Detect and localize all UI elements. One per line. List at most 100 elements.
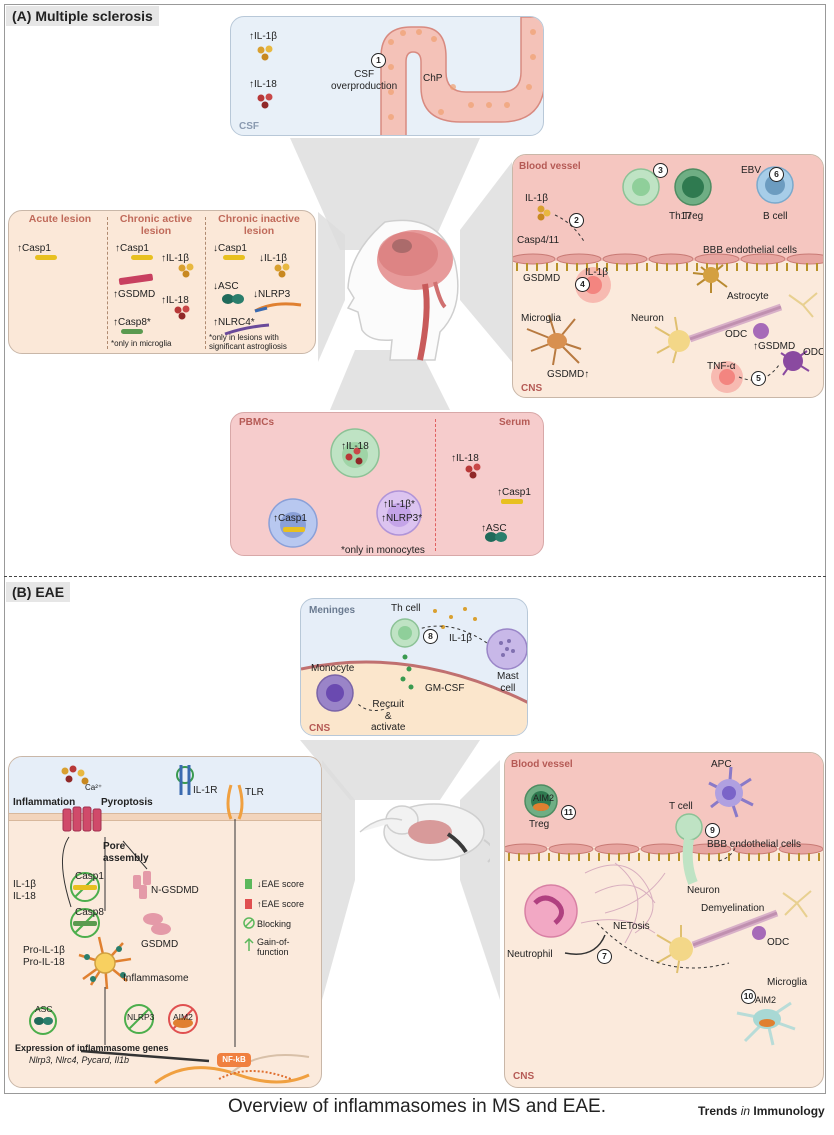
- step-6-badge: 6: [769, 167, 784, 182]
- pbmc-casp1-label: ↑Casp1: [273, 513, 307, 524]
- lesion-divider-2: [205, 217, 206, 349]
- chronic-inactive-header: Chronic inactive lesion: [218, 213, 300, 238]
- step-4-badge: 4: [575, 277, 590, 292]
- microglia-gsdmd-label: GSDMD↑: [547, 369, 590, 380]
- eae-vessel-lumen: [505, 753, 823, 847]
- inflammation-label: Inflammation: [13, 797, 76, 808]
- mech-il1b-label: IL-1β: [13, 879, 36, 890]
- asc-icon: [222, 294, 244, 304]
- meninges-panel: Meninges Th cell IL-1β Mast cell Monocyt…: [300, 598, 528, 736]
- legend-item-1: ↓EAE score: [257, 879, 305, 889]
- step-9-badge: 9: [705, 823, 720, 838]
- meninges-cns-title: CNS: [309, 723, 331, 734]
- casp1-icon: [131, 255, 153, 260]
- il18-molecules-icon: [174, 305, 190, 320]
- proil18-label: Pro-IL-18: [23, 957, 65, 968]
- ci-nlrc4-label: ↑NLRC4*: [213, 317, 255, 328]
- pbmc-nlrp3-label: ↑NLRP3*: [381, 513, 423, 524]
- casp411-label: Casp4/11: [517, 235, 560, 246]
- ci-asc-label: ↓ASC: [213, 281, 239, 292]
- csf-panel-title: CSF: [239, 121, 259, 132]
- demyelination-label: Demyelination: [701, 903, 765, 914]
- figure-caption: Overview of inflammasomes in MS and EAE.: [227, 1096, 607, 1117]
- pyroptosis-label: Pyroptosis: [101, 797, 153, 808]
- pbmc-il18-label: ↑IL-18: [341, 441, 369, 452]
- meninges-illustration: [301, 607, 527, 735]
- step-7-badge: 7: [597, 949, 612, 964]
- step-8-badge: 8: [423, 629, 438, 644]
- step-5-badge: 5: [751, 371, 766, 386]
- il1b-molecules-icon: [257, 45, 273, 61]
- neutrophil-label: Neutrophil: [507, 949, 553, 960]
- ebv-label: EBV: [741, 165, 762, 176]
- section-a-title: (A) Multiple sclerosis: [6, 6, 159, 26]
- monocyte-note: *only in monocytes: [341, 545, 425, 556]
- mech-nlrp3-label: NLRP3: [127, 1012, 155, 1022]
- step-2-badge: 2: [569, 213, 584, 228]
- legend-item-4: Gain-of- function: [257, 937, 290, 958]
- ca-casp8-label: ↑Casp8*: [113, 317, 151, 328]
- ngsdmd-label: N-GSDMD: [151, 885, 199, 896]
- ca-label: Ca²⁺: [85, 783, 103, 792]
- il1b-molecules-icon: [274, 263, 290, 278]
- mech-il18-label: IL-18: [13, 891, 36, 902]
- pbmc-il1b-label: ↑IL-1β*: [383, 499, 415, 510]
- ca-gsdmd-label: ↑GSDMD: [113, 289, 156, 300]
- csf-il1b-label: ↑IL-1β: [249, 31, 277, 42]
- legend-item-3: Blocking: [257, 919, 292, 929]
- thcell-label: Th cell: [391, 603, 421, 614]
- netosis-label: NETosis: [613, 921, 650, 932]
- chp-label: ChP: [423, 73, 443, 84]
- csf-il18-label: ↑IL-18: [249, 79, 277, 90]
- mech-asc-label: ASC: [35, 1004, 53, 1014]
- odc-gsdmd-label: ↑GSDMD: [753, 341, 796, 352]
- odc-label-2: ODC: [803, 347, 824, 358]
- bv-gsdmd-label: GSDMD: [523, 273, 561, 284]
- ci-note: *only in lesions with significant astrog…: [209, 333, 287, 352]
- serum-asc-label: ↑ASC: [481, 523, 507, 534]
- bbb-label: BBB endothelial cells: [703, 245, 797, 256]
- figure-frame: [4, 4, 826, 1094]
- tcell-label: T cell: [669, 801, 693, 812]
- ci-nlrp3-label: ↓NLRP3: [253, 289, 291, 300]
- proil1b-label: Pro-IL-1β: [23, 945, 65, 956]
- eae-aim2-label: AIM2: [533, 793, 555, 803]
- nlrc4-icon: [224, 323, 270, 336]
- lesion-divider-1: [107, 217, 108, 349]
- recruit-label: Recruit & activate: [371, 699, 406, 733]
- neuron-label: Neuron: [631, 313, 664, 324]
- bcell-label: B cell: [763, 211, 788, 222]
- serum-title: Serum: [499, 417, 531, 428]
- vessel-cells-illustration: [513, 166, 823, 393]
- ci-casp1-label: ↓Casp1: [213, 243, 247, 254]
- bv-il1b-label: IL-1β: [525, 193, 548, 204]
- journal-brand: Trends in Immunology: [698, 1104, 825, 1118]
- section-b-title: (B) EAE: [6, 582, 71, 602]
- gmcsf-label: GM-CSF: [425, 683, 465, 694]
- monocyte-label: Monocyte: [311, 663, 355, 674]
- th17-label: Th17: [669, 211, 692, 222]
- serum-il18-label: ↑IL-18: [451, 453, 479, 464]
- choroid-plexus-illustration: [380, 17, 543, 135]
- pbmc-cells-illustration: [268, 428, 523, 548]
- mechanism-illustration: [29, 765, 310, 1085]
- eae-microglia-aim2-label: AIM2: [755, 995, 777, 1005]
- step-3-badge: 3: [653, 163, 668, 178]
- microglia-label: Microglia: [521, 313, 562, 324]
- extracellular-space: [9, 757, 321, 813]
- eae-vessel-illustration: [505, 766, 823, 1046]
- tnfa-label: TNF-α: [707, 361, 736, 372]
- odc-label-1: ODC: [725, 329, 748, 340]
- mast-cell-label: Mast cell: [497, 671, 519, 694]
- mech-casp1-label: Casp1: [75, 871, 104, 882]
- il1b-molecules-icon: [178, 263, 194, 278]
- meninges-il1b-label: IL-1β: [449, 633, 472, 644]
- pbmc-serum-panel: PBMCs Serum ↑IL-18 ↑Casp1 ↑IL-1β* ↑NLRP3…: [230, 412, 544, 556]
- csf-panel: ↑IL-1β ↑IL-18 CSF overproduction 1 ChP C…: [230, 16, 544, 136]
- expression-title: Expression of inflammasome genes: [15, 1043, 169, 1053]
- ca-il18-label: ↑IL-18: [161, 295, 189, 306]
- ca-il1b-label: ↑IL-1β: [161, 253, 189, 264]
- astrocyte-label: Astrocyte: [727, 291, 769, 302]
- acute-casp1-label: ↑Casp1: [17, 243, 51, 254]
- eae-odc-label: ODC: [767, 937, 790, 948]
